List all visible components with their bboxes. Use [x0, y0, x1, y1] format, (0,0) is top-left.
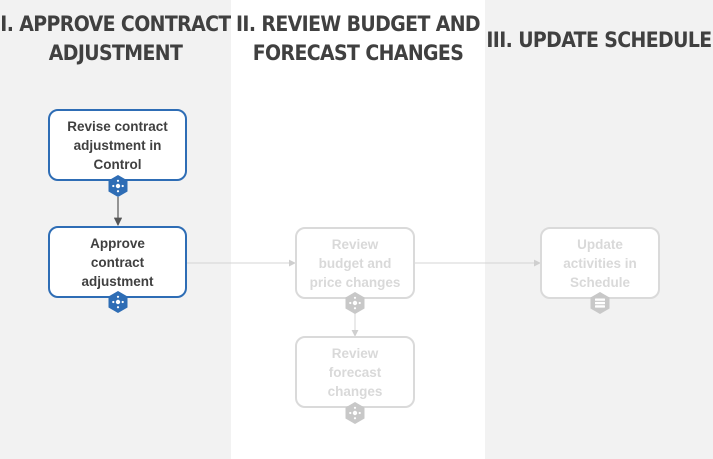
step-review-forecast-changes[interactable]: Review forecast changes — [295, 336, 415, 408]
step-label-line: Approve — [90, 235, 145, 251]
lane-title-line: III. UPDATE SCHEDULE — [486, 28, 712, 52]
lane-title-line: II. REVIEW BUDGET AND — [235, 12, 481, 36]
step-label-line: Review — [331, 345, 379, 361]
step-label-line: adjustment — [81, 273, 154, 289]
lane-title: III. UPDATE SCHEDULE — [485, 26, 713, 55]
lane-review-budget-forecast: II. REVIEW BUDGET AND FORECAST CHANGES — [231, 0, 485, 459]
lane-title-line: FORECAST CHANGES — [252, 41, 464, 65]
control-icon — [345, 402, 365, 424]
step-approve-contract-adjustment[interactable]: Approve contract adjustment — [48, 226, 187, 298]
control-icon — [108, 175, 128, 197]
step-label: Review forecast changes — [328, 344, 383, 401]
step-label-line: contract — [90, 254, 145, 270]
step-update-activities-in-schedule[interactable]: Update activities in Schedule — [540, 227, 660, 299]
step-label-line: adjustment in — [73, 137, 162, 153]
step-revise-contract-adjustment[interactable]: Revise contract adjustment in Control — [48, 109, 187, 181]
step-label: Review budget and price changes — [310, 235, 401, 292]
lane-title: II. REVIEW BUDGET AND FORECAST CHANGES — [231, 10, 485, 68]
step-label-line: Control — [93, 156, 142, 172]
lane-title: I. APPROVE CONTRACT ADJUSTMENT — [0, 10, 231, 68]
control-icon — [345, 292, 365, 314]
lane-approve-contract-adjustment: I. APPROVE CONTRACT ADJUSTMENT — [0, 0, 231, 459]
step-review-budget-price-changes[interactable]: Review budget and price changes — [295, 227, 415, 299]
step-label-line: forecast — [328, 364, 382, 380]
lane-title-line: I. APPROVE CONTRACT — [0, 12, 231, 36]
step-label-line: Update — [577, 236, 623, 252]
step-label-line: changes — [327, 383, 383, 399]
lane-title-line: ADJUSTMENT — [48, 41, 183, 65]
step-label-line: Schedule — [569, 274, 630, 290]
control-icon — [108, 291, 128, 313]
step-label-line: Revise contract — [67, 118, 168, 134]
schedule-icon — [590, 292, 610, 314]
step-label: Revise contract adjustment in Control — [67, 117, 168, 174]
step-label: Approve contract adjustment — [81, 234, 153, 291]
step-label-line: activities in — [563, 255, 637, 271]
step-label-line: Review — [331, 236, 379, 252]
step-label: Update activities in Schedule — [563, 235, 637, 292]
step-label-line: price changes — [309, 274, 401, 290]
step-label-line: budget and — [318, 255, 392, 271]
